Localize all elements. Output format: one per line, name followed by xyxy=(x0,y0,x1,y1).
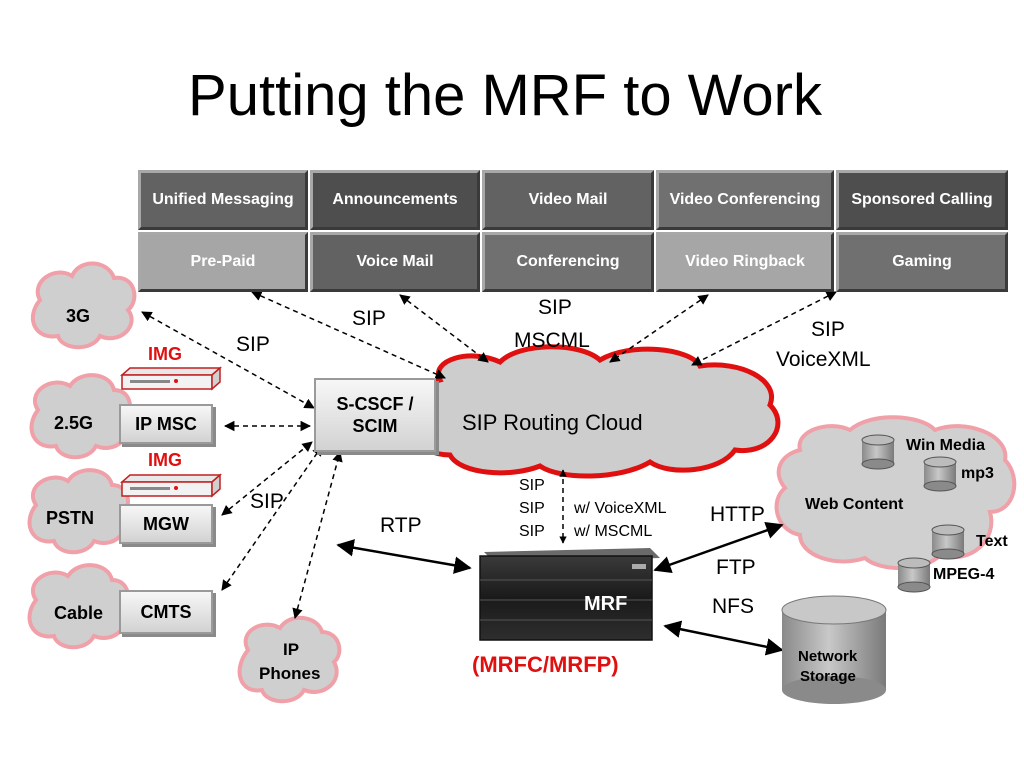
protocol-sip-voicexml-1: SIP xyxy=(811,318,845,341)
mrf-server xyxy=(479,548,660,641)
protocol-rtp: RTP xyxy=(380,514,422,537)
link-prepaid-cloud xyxy=(251,291,446,379)
label-pstn: PSTN xyxy=(46,508,95,528)
service-video-ringback: Video Ringback xyxy=(656,232,834,292)
s-cscf-scim-box: S-CSCF / SCIM xyxy=(314,378,436,452)
protocol-http: HTTP xyxy=(710,503,765,526)
protocol-sip-left: SIP xyxy=(236,333,270,356)
link-http xyxy=(653,522,784,573)
label-3g: 3G xyxy=(66,306,91,326)
service-sponsored-calling: Sponsored Calling xyxy=(836,170,1008,230)
img-device-1 xyxy=(120,366,222,391)
mgw-box: MGW xyxy=(119,504,213,544)
sip-stack-note-voicexml: w/ VoiceXML xyxy=(574,500,667,517)
link-rtp xyxy=(336,539,472,574)
protocol-sip-voicexml-2: VoiceXML xyxy=(776,348,871,371)
link-voicemail-cloud xyxy=(399,294,489,363)
protocol-sip-lower: SIP xyxy=(250,490,284,513)
disk-win-media xyxy=(861,434,895,470)
web-item-win-media: Win Media xyxy=(906,437,985,454)
service-unified-messaging: Unified Messaging xyxy=(138,170,308,230)
web-item-mpeg4: MPEG-4 xyxy=(933,566,995,583)
label-img-1: IMG xyxy=(148,344,182,364)
protocol-sip-mid: SIP xyxy=(352,307,386,330)
sip-routing-cloud-label: SIP Routing Cloud xyxy=(462,410,643,435)
network-storage-cylinder xyxy=(781,595,887,704)
label-2.5g: 2.5G xyxy=(54,413,94,433)
disk-mpeg4 xyxy=(897,557,931,593)
cloud-ip-phones xyxy=(237,616,342,704)
service-video-mail: Video Mail xyxy=(482,170,654,230)
link-ipphones-scscf xyxy=(292,450,343,620)
scim-label: SCIM xyxy=(352,416,398,436)
sip-stack-2: SIP xyxy=(519,500,545,517)
web-item-text: Text xyxy=(976,533,1008,550)
web-content-title: Web Content xyxy=(805,496,904,513)
disk-text xyxy=(931,524,965,560)
protocol-ftp: FTP xyxy=(716,556,756,579)
storage-label-line1: Network xyxy=(798,648,858,665)
mrf-label: MRF xyxy=(584,593,628,615)
link-nfs xyxy=(663,620,784,656)
service-pre-paid: Pre-Paid xyxy=(138,232,308,292)
protocol-sip-mscml-1: SIP xyxy=(538,296,572,319)
service-gaming: Gaming xyxy=(836,232,1008,292)
label-ip-phones-line2: Phones xyxy=(259,664,321,683)
sip-routing-cloud xyxy=(412,344,781,479)
service-announcements: Announcements xyxy=(310,170,480,230)
cloud-3g xyxy=(30,261,137,350)
sip-stack-3: SIP xyxy=(519,523,545,540)
label-img-2: IMG xyxy=(148,450,182,470)
protocol-sip-mscml-2: MSCML xyxy=(514,329,590,352)
service-video-conferencing: Video Conferencing xyxy=(656,170,834,230)
protocol-nfs: NFS xyxy=(712,595,754,618)
cmts-box: CMTS xyxy=(119,590,213,634)
s-cscf-label: S-CSCF / xyxy=(336,394,414,414)
web-item-mp3: mp3 xyxy=(961,465,994,482)
page-title: Putting the MRF to Work xyxy=(188,63,822,128)
img-device-2 xyxy=(120,473,222,498)
sip-stack-note-mscml: w/ MSCML xyxy=(574,523,653,540)
link-3g-scscf xyxy=(141,311,315,409)
service-conferencing: Conferencing xyxy=(482,232,654,292)
dashed-links xyxy=(141,291,837,620)
storage-label-line2: Storage xyxy=(800,668,856,685)
mrf-caption: (MRFC/MRFP) xyxy=(472,652,619,677)
ip-msc-box: IP MSC xyxy=(119,404,213,444)
sip-stack-1: SIP xyxy=(519,477,545,494)
label-ip-phones-line1: IP xyxy=(283,640,300,659)
service-voice-mail: Voice Mail xyxy=(310,232,480,292)
solid-links xyxy=(336,522,784,656)
link-cmts-scscf xyxy=(221,445,323,591)
disk-mp3 xyxy=(923,456,957,492)
label-cable: Cable xyxy=(54,603,104,623)
